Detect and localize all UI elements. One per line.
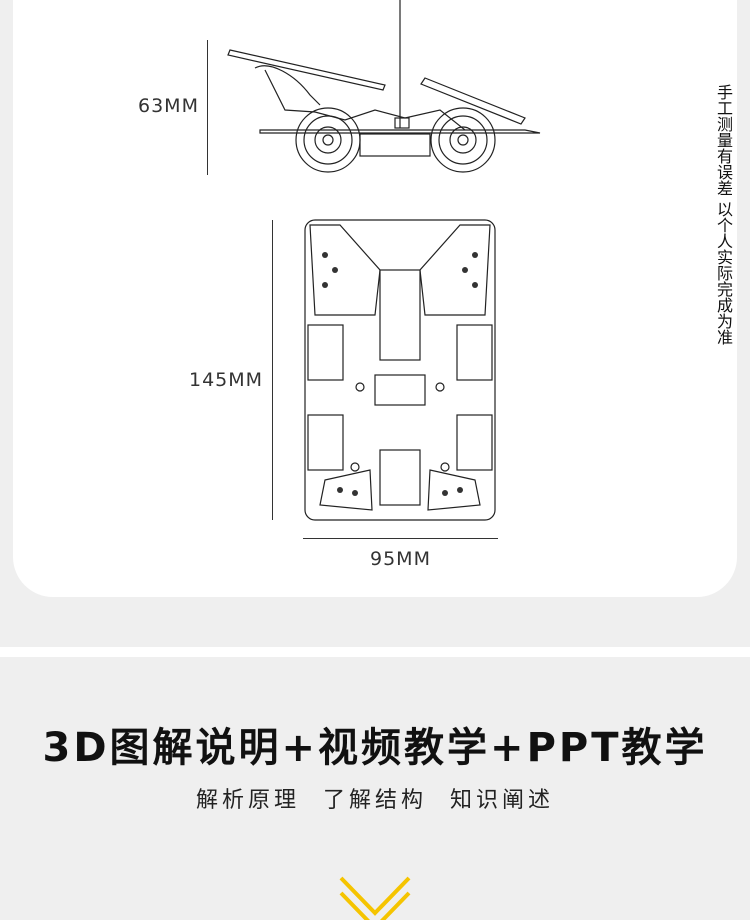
width-label: 95MM — [370, 548, 431, 570]
measurement-note: 手工测量有误差 以个人实际完成为准 — [714, 84, 733, 346]
product-card — [13, 0, 737, 597]
section-subtitle: 解析原理 了解结构 知识阐述 — [196, 788, 554, 813]
width-dimension-line — [303, 538, 498, 539]
height-dimension-line — [207, 40, 208, 175]
height-label: 63MM — [138, 95, 199, 117]
car-top-view-illustration — [304, 219, 496, 521]
chevron-down-icon — [339, 876, 411, 920]
length-dimension-line — [272, 220, 273, 520]
length-label: 145MM — [189, 369, 264, 391]
car-side-view-illustration — [227, 0, 541, 173]
section-divider — [0, 647, 750, 657]
section-title: 3D图解说明+视频教学+PPT教学 — [42, 725, 708, 771]
